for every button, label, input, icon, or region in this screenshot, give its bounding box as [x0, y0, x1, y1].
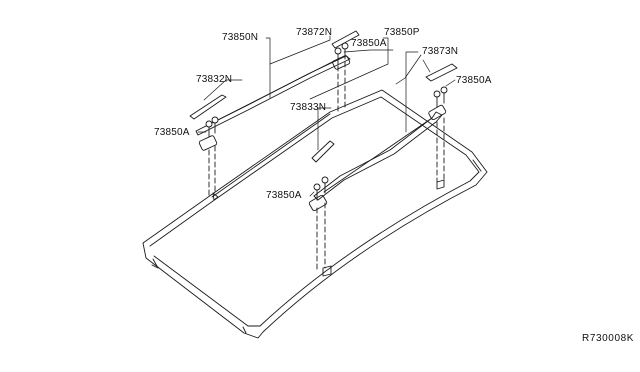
finisher-73833N: [311, 140, 335, 163]
label-73833N: 73833N: [290, 102, 327, 113]
finisher-73873N: [425, 63, 458, 82]
bolt-top-2: [341, 42, 349, 60]
finisher-73872N: [331, 30, 360, 49]
label-73850A-center: 73850A: [266, 190, 302, 201]
label-73850A-left: 73850A: [154, 127, 190, 138]
label-73873N: 73873N: [422, 46, 459, 57]
bolt-top-1: [334, 47, 342, 65]
label-73850P: 73850P: [384, 27, 420, 38]
label-73872N: 73872N: [296, 27, 333, 38]
bolt-center-2: [321, 176, 329, 194]
reference-code: R730008K: [582, 333, 635, 344]
label-73832N: 73832N: [196, 74, 233, 85]
right-roof-rail: [308, 104, 447, 212]
bolt-right-1: [433, 90, 441, 108]
alignment-lines: [208, 61, 445, 271]
bolt-center-1: [313, 183, 321, 201]
bolt-left-upper-2: [211, 116, 219, 134]
label-73850A-top: 73850A: [351, 38, 387, 49]
bolt-right-2: [440, 86, 448, 104]
label-73850A-right: 73850A: [456, 75, 492, 86]
leader-lines: [197, 35, 456, 197]
left-roof-rail: [195, 55, 351, 151]
bolt-left-upper-1: [205, 120, 213, 138]
finisher-73832N: [189, 94, 227, 120]
label-73850N: 73850N: [222, 32, 259, 43]
roof-panel: [142, 89, 488, 339]
bolts: [205, 42, 448, 201]
